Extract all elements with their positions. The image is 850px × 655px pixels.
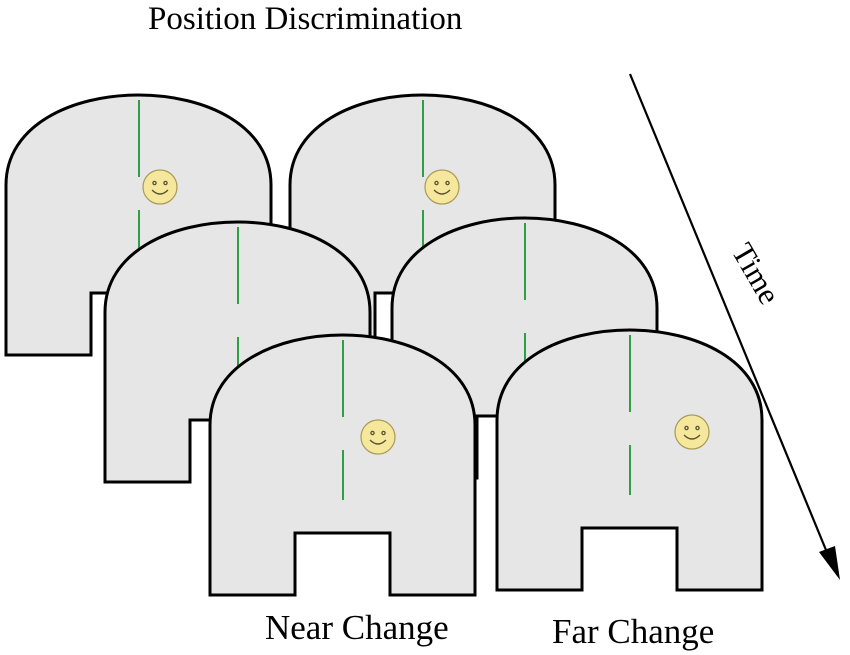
smiley-face-icon <box>142 169 178 205</box>
arena-panel-far-3 <box>495 328 764 592</box>
time-arrow-icon <box>628 73 840 580</box>
smiley-face-icon <box>424 169 460 205</box>
arena-panel-near-3 <box>208 333 477 597</box>
far-change-label: Far Change <box>552 612 715 651</box>
smiley-face-icon <box>360 419 396 455</box>
smiley-face-icon <box>674 414 710 450</box>
near-change-label: Near Change <box>265 608 449 647</box>
arena-panels <box>4 93 764 597</box>
diagram-title: Position Discrimination <box>148 1 463 37</box>
